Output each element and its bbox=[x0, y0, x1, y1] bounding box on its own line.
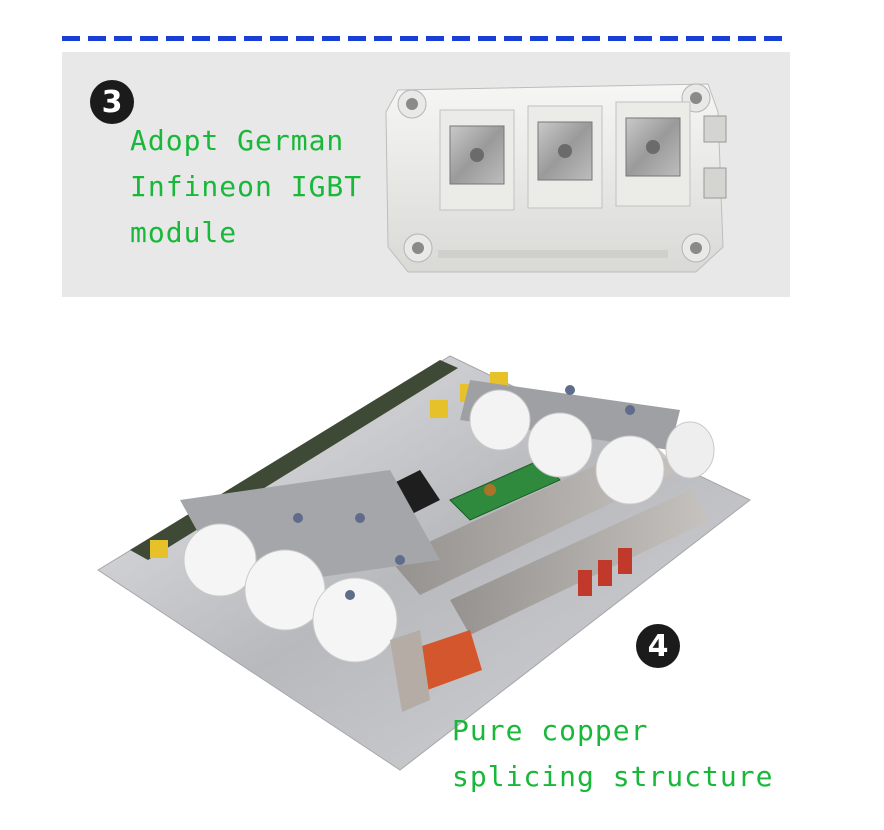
badge-4-label: 4 bbox=[647, 628, 669, 664]
igbt-module-photo-icon bbox=[385, 83, 727, 273]
copper-caption-line-2: splicing structure bbox=[452, 760, 774, 793]
igbt-caption-line-3: module bbox=[130, 216, 238, 249]
igbt-caption: Adopt German Infineon IGBT module bbox=[130, 118, 390, 256]
badge-3-label: 3 bbox=[101, 84, 123, 120]
copper-caption-line-1: Pure copper bbox=[452, 714, 649, 747]
copper-caption: Pure copper splicing structure bbox=[452, 708, 872, 800]
circuit-board-photo-icon bbox=[97, 355, 751, 771]
number-badge-4: 4 bbox=[636, 624, 680, 668]
number-badge-3: 3 bbox=[90, 80, 134, 124]
igbt-caption-line-2: Infineon IGBT bbox=[130, 170, 363, 203]
igbt-caption-line-1: Adopt German bbox=[130, 124, 345, 157]
blue-dashed-divider bbox=[62, 36, 790, 41]
